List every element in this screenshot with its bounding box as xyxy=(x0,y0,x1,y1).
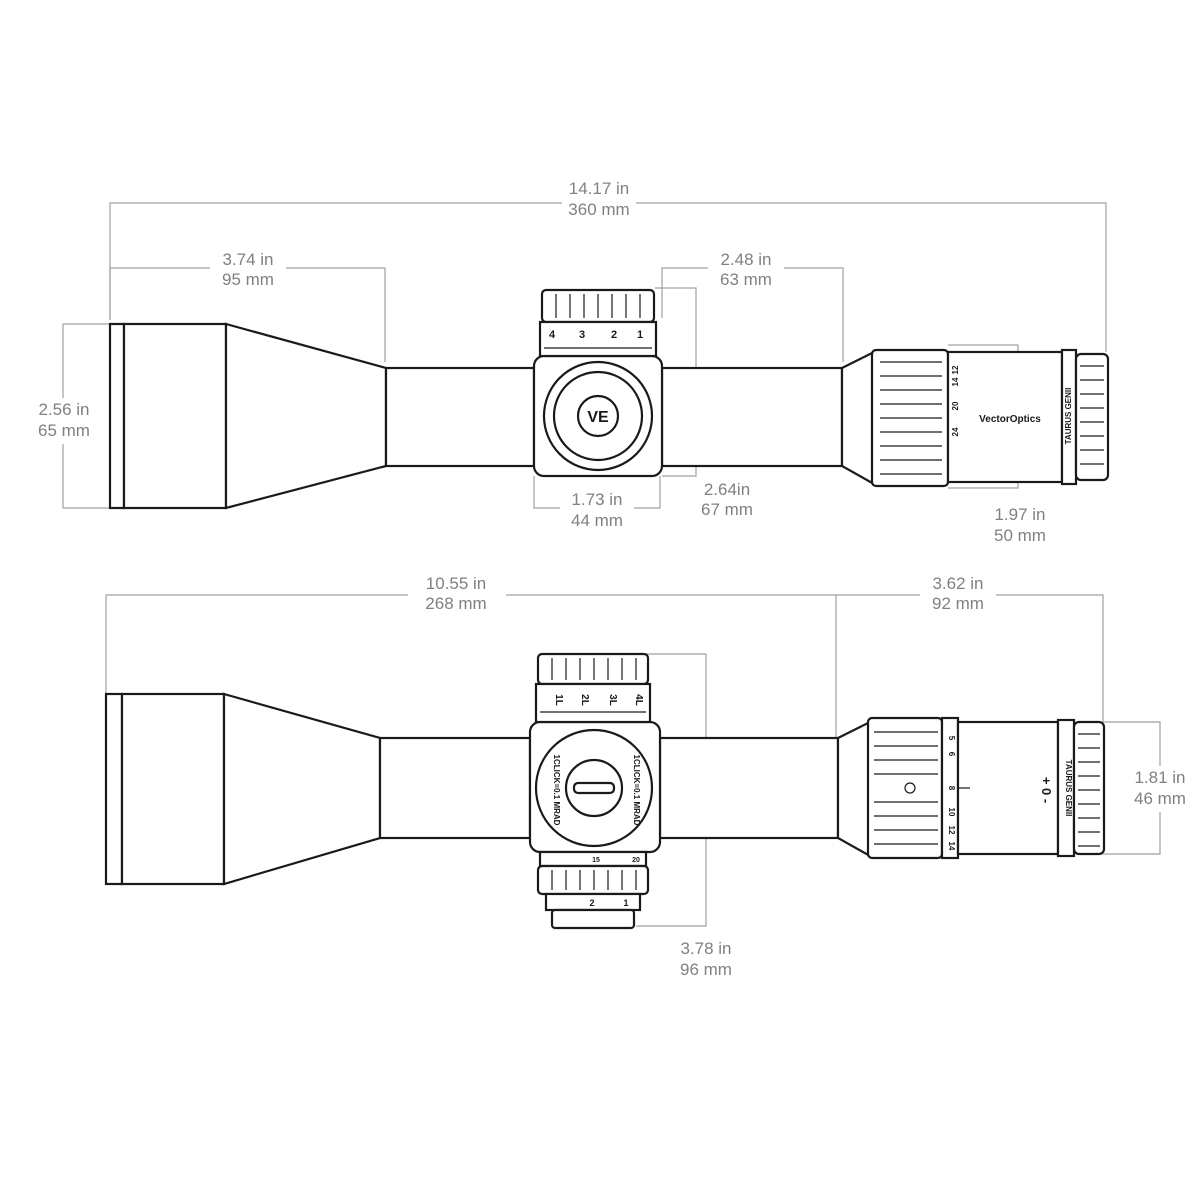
elevation-label: 4L xyxy=(633,694,644,706)
top-scope-body: VE xyxy=(108,288,1110,510)
brand-logo-icon: VE xyxy=(587,409,609,426)
eyepiece-length-mm: 50 mm xyxy=(994,526,1046,545)
magnification-mark: 12 xyxy=(947,826,956,835)
bottom-dimension-lines xyxy=(105,594,1161,927)
top-diopter-ribs xyxy=(1080,365,1104,465)
bottom-scope-body xyxy=(104,652,1106,930)
total-height-mm: 96 mm xyxy=(680,960,732,979)
objective-diameter-mm: 65 mm xyxy=(38,421,90,440)
windage-click-label-left: 1CLICK=0.1 MRAD xyxy=(552,755,561,826)
eyepiece-tube-length-mm: 63 mm xyxy=(720,270,772,289)
windage-cap-slot-icon xyxy=(572,781,616,795)
bottom-view: 1L 2L 3L 4L 1CLICK=0.1 MRAD 1CLICK=0.1 M… xyxy=(104,574,1186,979)
elevation-label: 1L xyxy=(553,694,564,706)
eyepiece-diameter-in: 1.81 in xyxy=(1134,768,1185,787)
eyepiece-length-in: 1.97 in xyxy=(994,505,1045,524)
side-focus-mark: 15 xyxy=(592,857,600,864)
top-dimension-lines xyxy=(62,202,1107,509)
top-view: VE 4 3 2 1 12 14 20 xyxy=(38,179,1110,545)
tube-length-in: 10.55 in xyxy=(426,574,487,593)
magnification-mark: 10 xyxy=(947,808,956,817)
bottom-elevation-labels: 1L 2L 3L 4L xyxy=(553,694,644,706)
bottom-elevation-grip-ribs xyxy=(551,658,637,680)
magnification-mark: 24 xyxy=(951,427,960,436)
objective-diameter-in: 2.56 in xyxy=(38,400,89,419)
side-focus-mark: 20 xyxy=(632,857,640,864)
top-dimension-labels: 14.17 in 360 mm 3.74 in 95 mm 2.48 in 63… xyxy=(38,179,1046,545)
magnification-mark: 8 xyxy=(947,786,956,791)
turret-height-in: 2.64in xyxy=(704,480,750,499)
magnification-mark: 6 xyxy=(947,752,956,757)
turret-height-mm: 67 mm xyxy=(701,500,753,519)
turret-base-width-mm: 44 mm xyxy=(571,511,623,530)
objective-bell-length-mm: 95 mm xyxy=(222,270,274,289)
bottom-dimension-labels: 10.55 in 268 mm 3.62 in 92 mm 3.78 in 96… xyxy=(425,574,1186,979)
turret-number: 1 xyxy=(637,329,643,341)
side-focus-marks: 15 20 xyxy=(592,857,640,864)
turret-number: 4 xyxy=(549,329,556,341)
side-focus-grip-ribs xyxy=(551,870,637,890)
bottom-magnification-grip-ribs xyxy=(874,731,938,845)
eyepiece-diameter-mm: 46 mm xyxy=(1134,789,1186,808)
illumination-number: 2 xyxy=(589,898,594,908)
throw-lever-pin-icon xyxy=(904,782,916,794)
top-turret-numbers: 4 3 2 1 xyxy=(549,329,643,341)
eyepiece-total-length-mm: 92 mm xyxy=(932,594,984,613)
model-label: TAURUS GENII xyxy=(1064,760,1073,817)
objective-bell-length-in: 3.74 in xyxy=(222,250,273,269)
turret-number: 3 xyxy=(579,329,585,341)
overall-length-mm: 360 mm xyxy=(568,200,629,219)
windage-click-label-right: 1CLICK=0.1 MRAD xyxy=(632,755,641,826)
elevation-label: 2L xyxy=(579,694,590,706)
bottom-magnification-marks: 5 6 8 10 12 14 xyxy=(947,736,956,851)
top-turret-grip-ribs xyxy=(555,294,641,318)
bottom-diopter-ribs xyxy=(1078,733,1100,847)
magnification-mark: 14 xyxy=(947,842,956,851)
magnification-mark: 12 xyxy=(951,365,960,374)
tube-length-mm: 268 mm xyxy=(425,594,486,613)
illumination-number: 1 xyxy=(623,898,628,908)
total-height-in: 3.78 in xyxy=(680,939,731,958)
diopter-label: + 0 - xyxy=(1039,777,1054,803)
elevation-label: 3L xyxy=(607,694,618,706)
turret-number: 2 xyxy=(611,329,617,341)
model-label: TAURUS GENII xyxy=(1064,388,1073,445)
top-magnification-marks: 12 14 20 24 xyxy=(951,365,960,436)
illumination-numbers: 2 1 xyxy=(589,898,628,908)
turret-base-width-in: 1.73 in xyxy=(571,490,622,509)
magnification-mark: 5 xyxy=(947,736,956,741)
brand-label: VectorOptics xyxy=(979,414,1041,425)
eyepiece-total-length-in: 3.62 in xyxy=(932,574,983,593)
magnification-mark: 20 xyxy=(951,401,960,410)
eyepiece-tube-length-in: 2.48 in xyxy=(720,250,771,269)
overall-length-in: 14.17 in xyxy=(569,179,630,198)
top-eyepiece-grip-ribs xyxy=(880,361,942,475)
magnification-mark: 14 xyxy=(951,377,960,386)
